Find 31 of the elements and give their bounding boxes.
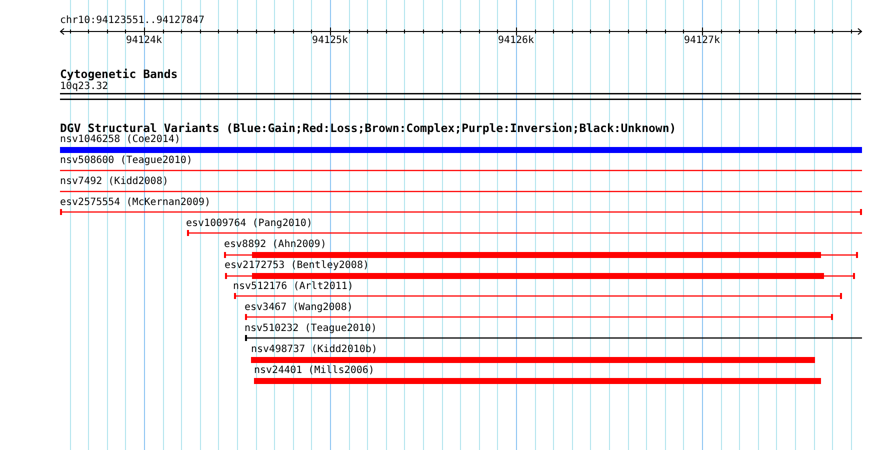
band-label: 10q23.32 [60,80,108,92]
variant-label: nsv1046258 (Coe2014) [60,134,180,146]
variant-bar [254,378,821,384]
variant-label: nsv7492 (Kidd2008) [60,176,168,188]
variant-label: esv2575554 (McKernan2009) [60,196,211,209]
variant-label: nsv512176 (Arlt2011) [233,280,354,293]
variant-label: esv1009764 (Pang2010) [186,218,312,230]
tick-label: 94127k [684,35,720,47]
cytoband [60,93,861,100]
variant-bar [234,293,842,300]
variant-label: nsv498737 (Kidd2010b) [251,344,378,356]
variant-bar [251,356,815,363]
variant-label: nsv508600 (Teague2010) [60,154,192,167]
variant-label: nsv510232 (Teague2010) [244,322,377,335]
variant-bar [245,335,862,342]
tick-label: 94124k [126,35,162,47]
variant-bar [224,252,858,258]
variant-bar [60,146,862,153]
variant-label: esv3467 (Wang2008) [244,302,353,314]
track-title: DGV Structural Variants (Blue:Gain;Red:Loss;Brown:Complex;Purple:Inversion;Black:Unknown) [60,121,676,135]
tick-label: 94126k [498,35,534,47]
variant-label: nsv24401 (Mills2006) [254,365,374,377]
tick-label: 94125k [312,35,348,47]
variant-bar [225,272,855,278]
variant-bar [60,209,862,216]
region-label: chr10:94123551..94127847 [60,15,204,27]
track-title: Cytogenetic Bands [60,66,178,80]
variant-label: esv2172753 (Bentley2008) [224,260,369,272]
variant-bar [187,230,862,236]
variant-label: esv8892 (Ahn2009) [224,239,326,251]
variant-bar [245,314,833,320]
